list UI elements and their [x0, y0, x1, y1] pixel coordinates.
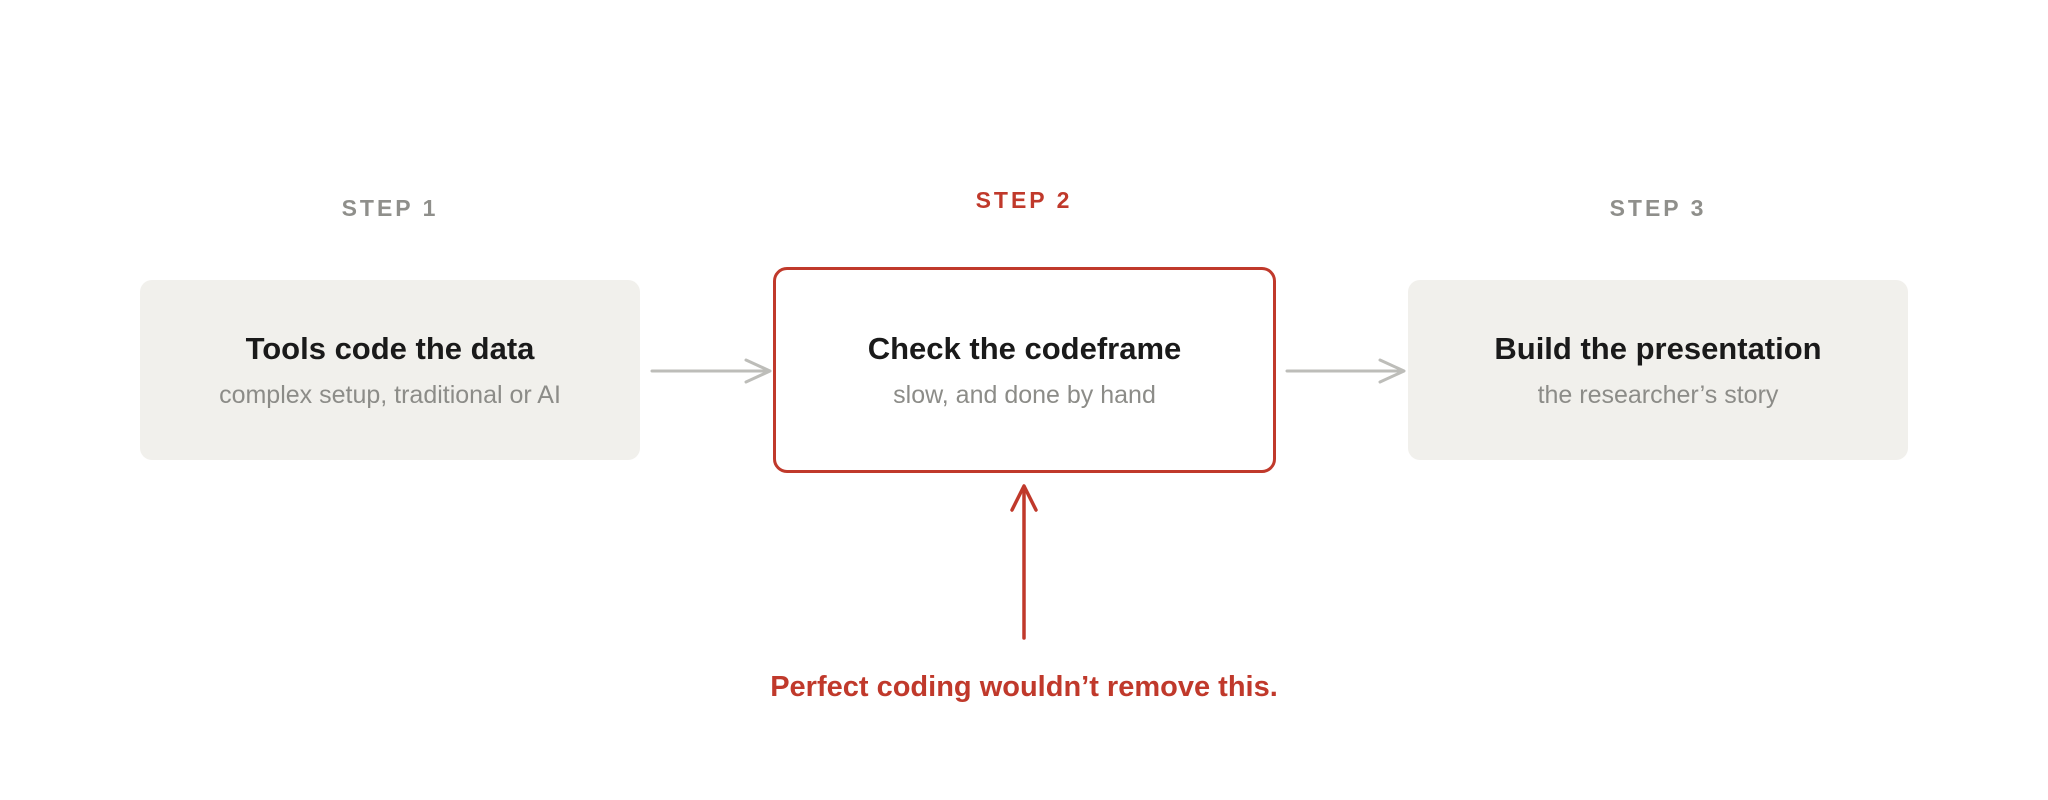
callout-up-arrow	[1010, 484, 1038, 640]
step-2-title: Check the codeframe	[867, 331, 1182, 367]
step-2-box: Check the codeframe slow, and done by ha…	[773, 267, 1276, 473]
step-3-subtitle: the researcher’s story	[1537, 380, 1779, 409]
step-1-subtitle: complex setup, traditional or AI	[219, 380, 561, 409]
arrow-step2-to-step3	[1285, 358, 1406, 384]
callout-text: Perfect coding wouldn’t remove this.	[770, 671, 1278, 703]
step-3-label: STEP 3	[1609, 195, 1707, 221]
step-1-box: Tools code the data complex setup, tradi…	[140, 280, 640, 460]
step-1-title: Tools code the data	[245, 331, 535, 367]
step-2-label: STEP 2	[975, 187, 1073, 213]
arrow-step1-to-step2	[650, 358, 772, 384]
step-3-box: Build the presentation the researcher’s …	[1408, 280, 1908, 460]
step-1-label: STEP 1	[341, 195, 439, 221]
step-3-title: Build the presentation	[1494, 331, 1822, 367]
step-2-subtitle: slow, and done by hand	[893, 380, 1156, 409]
